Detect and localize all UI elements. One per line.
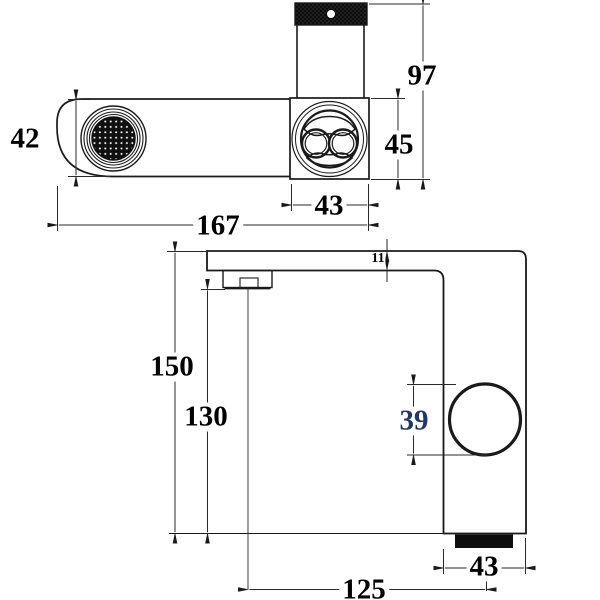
dim-label-body-depth: 45 [381, 130, 417, 160]
top-view-handle-stem [296, 23, 365, 100]
top-view-aerator [80, 105, 147, 172]
dim-label-knob-diameter: 39 [396, 406, 432, 436]
dim-label-handle-total-height: 97 [404, 61, 440, 91]
top-view [56, 2, 370, 180]
dim-label-overall-length: 167 [193, 211, 243, 241]
dim-label-body-height: 42 [7, 124, 43, 154]
cartridge-port-right [327, 128, 359, 159]
dim-label-spout-outlet-height: 130 [181, 402, 231, 432]
aerator-spray-face [91, 116, 136, 161]
front-view [169, 250, 527, 548]
dim-label-spout-reach: 125 [339, 575, 389, 600]
dim-label-base-width: 43 [466, 552, 502, 582]
dim-label-total-height: 150 [147, 352, 197, 382]
cartridge-bottom-vane [305, 152, 354, 167]
cartridge-top-vane [302, 115, 357, 137]
front-view-base-block [455, 534, 513, 548]
top-view-cartridge-detail [291, 100, 368, 178]
front-view-knob-circle [447, 382, 523, 457]
front-view-aerator-housing [222, 269, 273, 290]
dim-label-spout-thickness: 11 [370, 251, 386, 266]
handle-cap-dot [326, 9, 336, 19]
dim-label-handle-block-width: 43 [311, 191, 347, 221]
